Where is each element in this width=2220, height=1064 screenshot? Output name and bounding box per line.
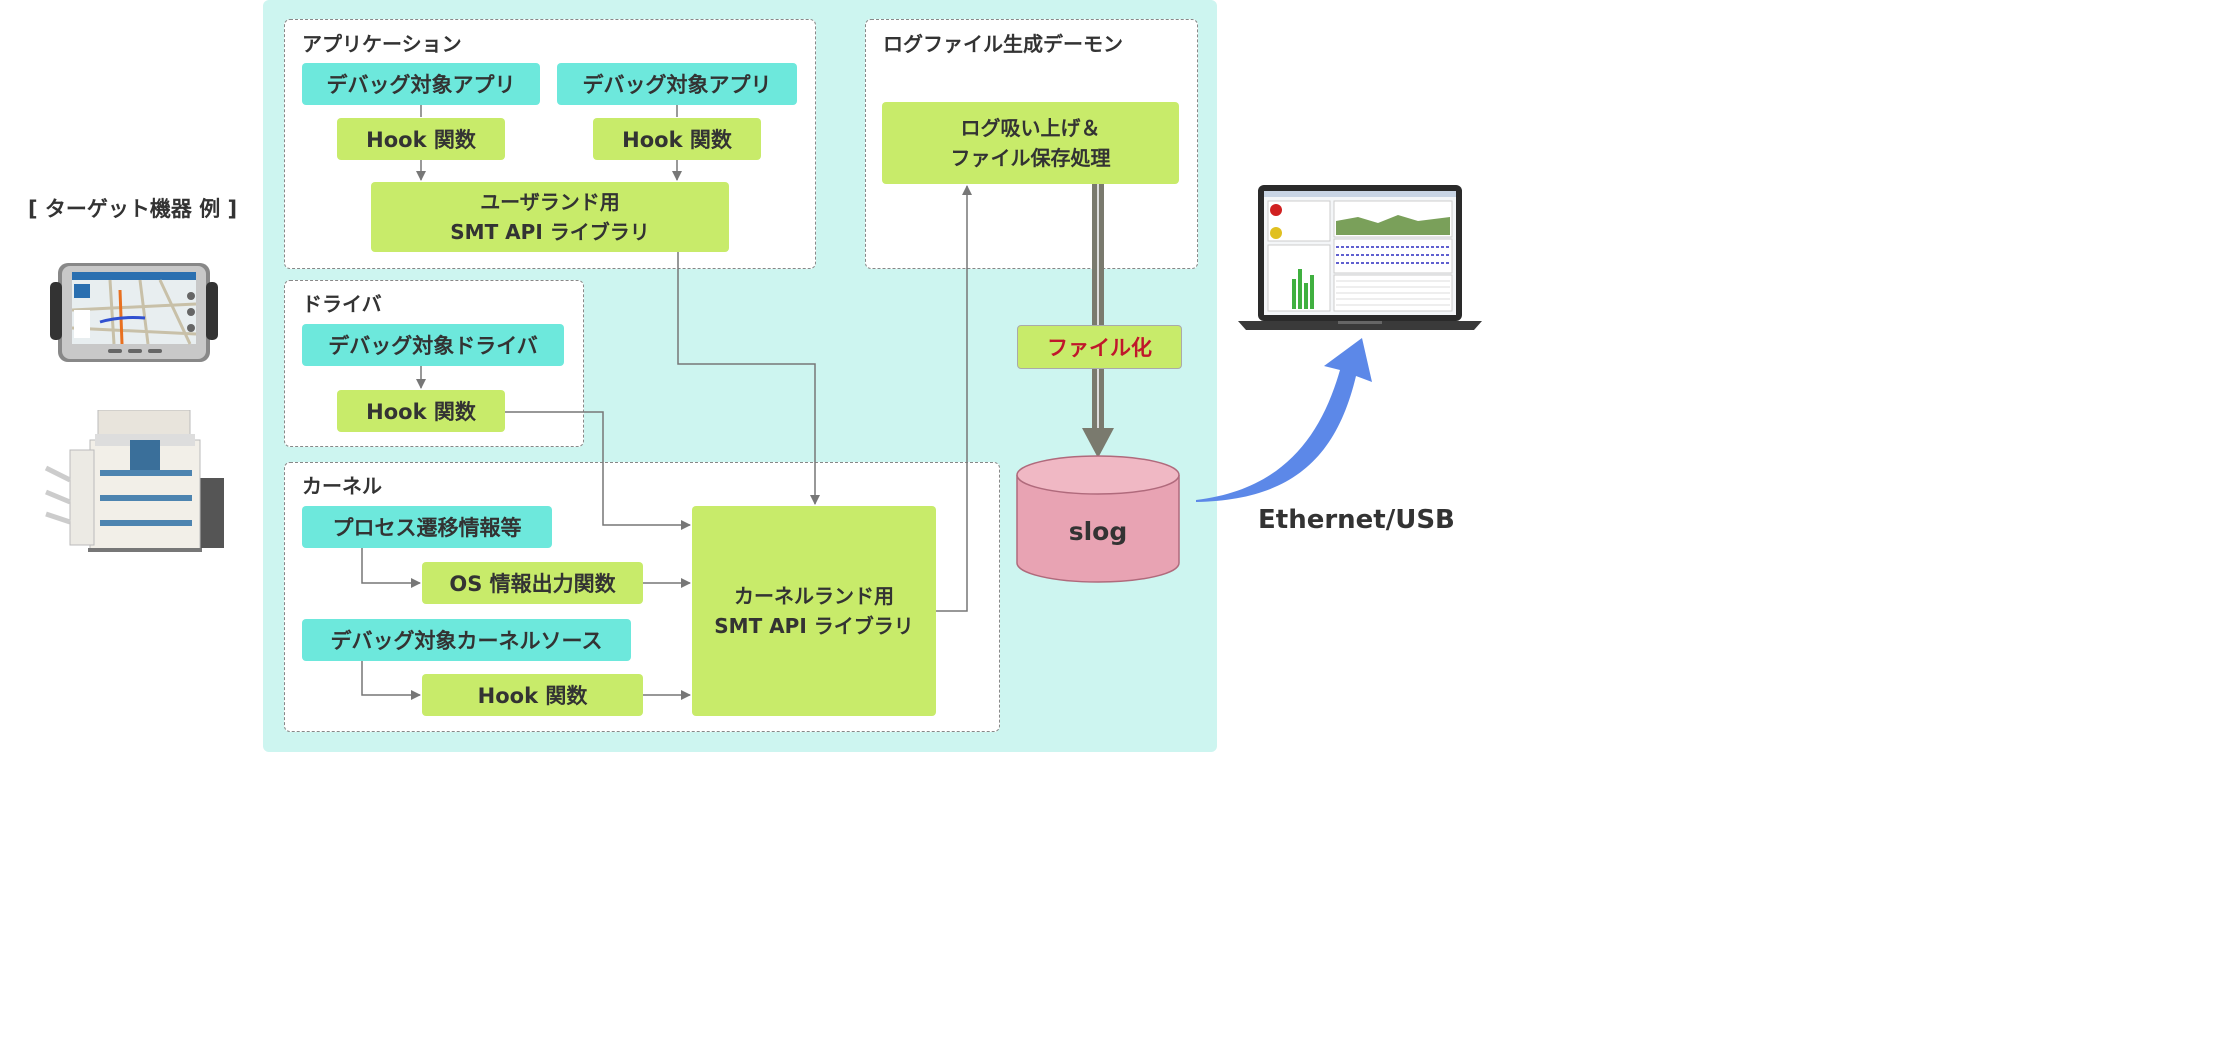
debug-driver-box: デバッグ対象ドライバ xyxy=(302,324,564,366)
log-collection-line1: ログ吸い上げ＆ xyxy=(960,116,1101,140)
kernelland-library-box: カーネルランド用 SMT API ライブラリ xyxy=(692,506,936,716)
log-collection-line2: ファイル保存処理 xyxy=(950,146,1111,170)
log-collection-box: ログ吸い上げ＆ ファイル保存処理 xyxy=(882,102,1179,184)
kernelland-library-line1: カーネルランド用 xyxy=(734,584,894,608)
hook-function-driver: Hook 関数 xyxy=(337,390,505,432)
target-device-label: [ ターゲット機器 例 ] xyxy=(28,197,238,221)
userland-library-line1: ユーザランド用 xyxy=(480,190,620,214)
hook-function-app-1: Hook 関数 xyxy=(337,118,505,160)
kernel-title: カーネル xyxy=(302,474,382,498)
debug-app-box-1: デバッグ対象アプリ xyxy=(302,63,540,105)
daemon-title: ログファイル生成デーモン xyxy=(883,32,1123,56)
printer-image xyxy=(44,410,224,552)
os-info-function-box: OS 情報出力関数 xyxy=(422,562,643,604)
slog-label: slog xyxy=(1068,517,1128,546)
connection-label: Ethernet/USB xyxy=(1258,505,1455,535)
userland-library-box: ユーザランド用 SMT API ライブラリ xyxy=(371,182,729,252)
file-conversion-label: ファイル化 xyxy=(1017,325,1182,369)
process-info-box: プロセス遷移情報等 xyxy=(302,506,552,548)
userland-library-line2: SMT API ライブラリ xyxy=(450,220,650,244)
application-title: アプリケーション xyxy=(302,32,462,56)
car-navigation-image xyxy=(50,263,218,362)
connector-lines xyxy=(361,105,1372,700)
driver-title: ドライバ xyxy=(302,292,382,316)
slog-cylinder xyxy=(1016,455,1180,583)
debug-kernel-source-box: デバッグ対象カーネルソース xyxy=(302,619,631,661)
kernelland-library-line2: SMT API ライブラリ xyxy=(714,614,914,638)
hook-function-kernel: Hook 関数 xyxy=(422,674,643,716)
hook-function-app-2: Hook 関数 xyxy=(593,118,761,160)
debug-app-box-2: デバッグ対象アプリ xyxy=(557,63,797,105)
laptop-image xyxy=(1238,185,1482,330)
